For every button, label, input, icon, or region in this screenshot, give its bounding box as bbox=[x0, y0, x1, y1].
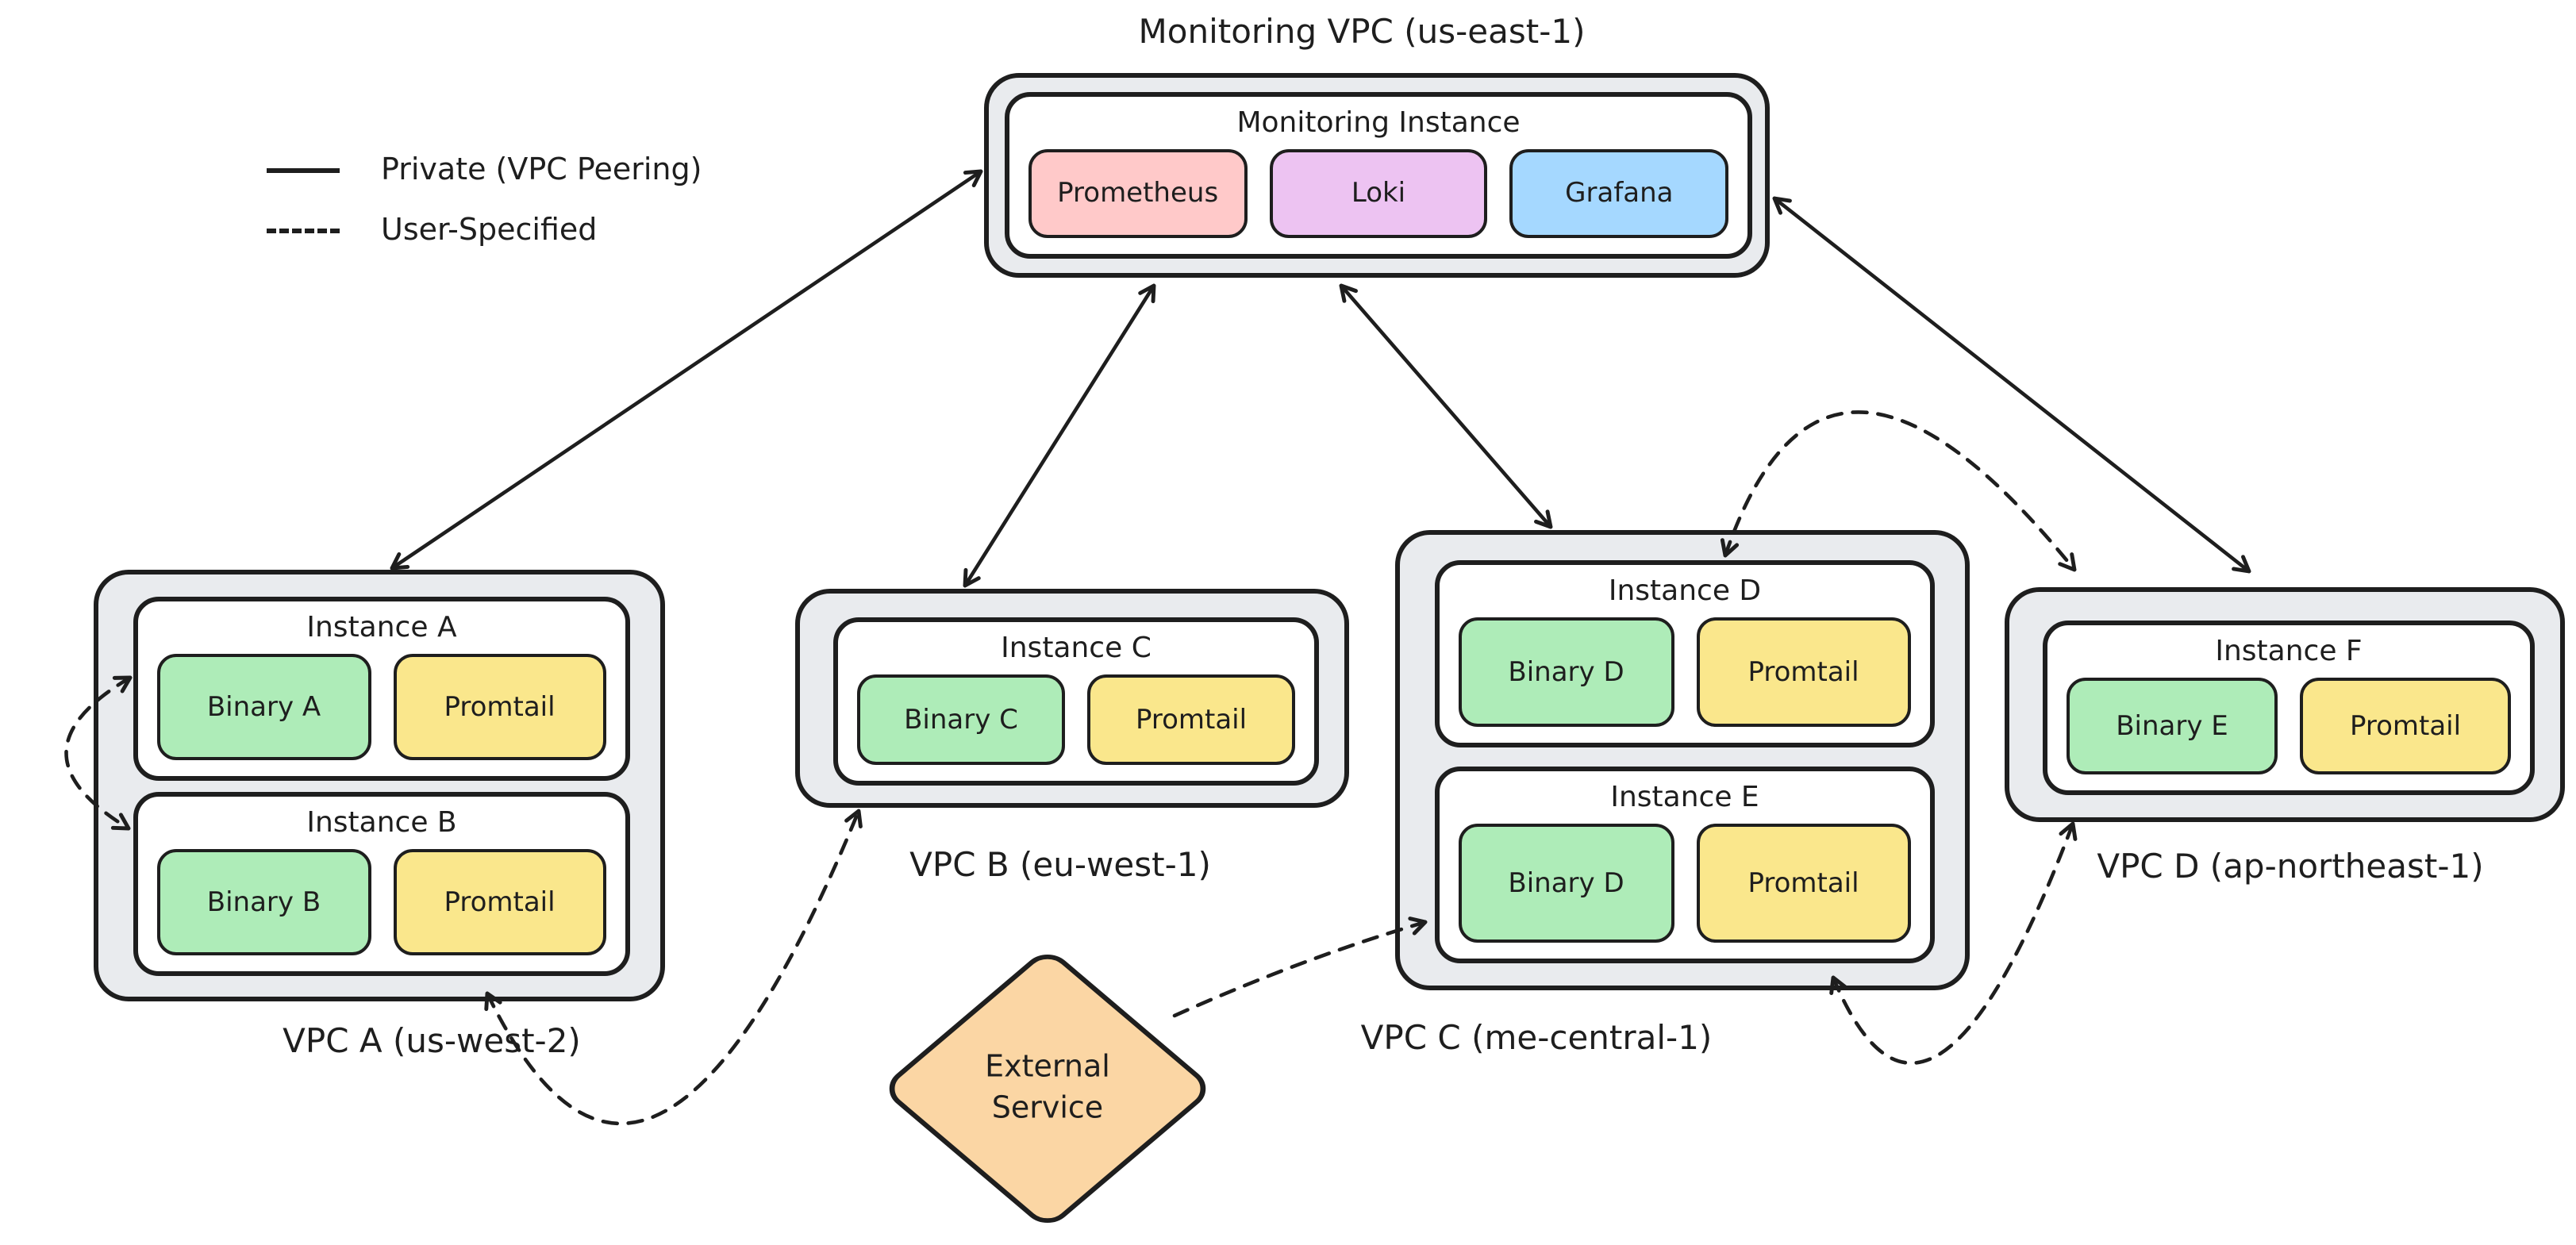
monitoring-instance-box: Monitoring Instance Prometheus Loki Graf… bbox=[1005, 92, 1752, 259]
instance-b-title: Instance B bbox=[306, 806, 457, 840]
chip-binary-b: Binary B bbox=[157, 849, 371, 955]
instance-f-title: Instance F bbox=[2215, 635, 2363, 668]
instance-c-title: Instance C bbox=[1001, 632, 1152, 665]
legend-private-label: Private (VPC Peering) bbox=[381, 152, 702, 187]
chip-promtail-d: Promtail bbox=[1696, 617, 1911, 727]
vpc-b-box: Instance C Binary C Promtail bbox=[795, 589, 1349, 808]
vpc-d-label: VPC D (ap-northeast-1) bbox=[2097, 847, 2484, 886]
legend-user-label: User-Specified bbox=[381, 213, 598, 248]
chip-binary-d2: Binary D bbox=[1459, 824, 1674, 943]
vpc-a-label: VPC A (us-west-2) bbox=[283, 1022, 581, 1060]
external-service-label: External Service bbox=[985, 1048, 1110, 1130]
external-service-line2: Service bbox=[991, 1090, 1104, 1125]
legend-user-row: User-Specified bbox=[267, 213, 597, 248]
instance-e-title: Instance E bbox=[1610, 781, 1759, 814]
service-chip-loki: Loki bbox=[1269, 149, 1488, 238]
vpc-b-label: VPC B (eu-west-1) bbox=[909, 846, 1211, 884]
dashed-line-key bbox=[267, 228, 340, 232]
chip-binary-c: Binary C bbox=[857, 674, 1065, 765]
monitoring-services-row: Prometheus Loki Grafana bbox=[1028, 149, 1729, 238]
vpc-c-box: Instance D Binary D Promtail Instance E … bbox=[1395, 530, 1970, 990]
arrow-monitoring-vpc-b bbox=[963, 283, 1156, 588]
chip-promtail-e: Promtail bbox=[1696, 824, 1911, 943]
vpc-a-box: Instance A Binary A Promtail Instance B … bbox=[94, 570, 665, 1001]
instance-e-box: Instance E Binary D Promtail bbox=[1435, 767, 1935, 963]
monitoring-vpc-box: Monitoring Instance Prometheus Loki Graf… bbox=[984, 73, 1770, 278]
instance-c-box: Instance C Binary C Promtail bbox=[833, 617, 1319, 786]
vpc-c-label: VPC C (me-central-1) bbox=[1360, 1019, 1713, 1057]
instance-b-box: Instance B Binary B Promtail bbox=[133, 792, 630, 976]
instance-a-title: Instance A bbox=[306, 611, 457, 644]
arrow-external-vpc-c bbox=[1172, 916, 1428, 1018]
arrow-monitoring-vpc-d bbox=[1772, 196, 2251, 574]
service-chip-grafana: Grafana bbox=[1509, 149, 1729, 238]
instance-a-box: Instance A Binary A Promtail bbox=[133, 597, 630, 781]
chip-binary-e: Binary E bbox=[2067, 678, 2278, 774]
service-chip-prometheus: Prometheus bbox=[1028, 149, 1248, 238]
instance-d-title: Instance D bbox=[1608, 574, 1762, 608]
external-service-line1: External bbox=[985, 1049, 1110, 1085]
solid-line-key bbox=[267, 167, 340, 172]
chip-promtail-c: Promtail bbox=[1087, 674, 1295, 765]
instance-d-box: Instance D Binary D Promtail bbox=[1435, 560, 1935, 747]
arrow-monitoring-vpc-c bbox=[1339, 283, 1553, 529]
monitoring-instance-title: Monitoring Instance bbox=[1236, 106, 1521, 140]
chip-binary-d1: Binary D bbox=[1459, 617, 1674, 727]
chip-binary-a: Binary A bbox=[157, 654, 371, 760]
chip-promtail-f: Promtail bbox=[2300, 678, 2511, 774]
chip-promtail-a: Promtail bbox=[393, 654, 606, 760]
legend-private-row: Private (VPC Peering) bbox=[267, 152, 702, 187]
diagram-title: Monitoring VPC (us-east-1) bbox=[1138, 13, 1586, 51]
vpc-d-box: Instance F Binary E Promtail bbox=[2005, 587, 2565, 822]
instance-f-box: Instance F Binary E Promtail bbox=[2043, 621, 2535, 795]
chip-promtail-b: Promtail bbox=[393, 849, 606, 955]
